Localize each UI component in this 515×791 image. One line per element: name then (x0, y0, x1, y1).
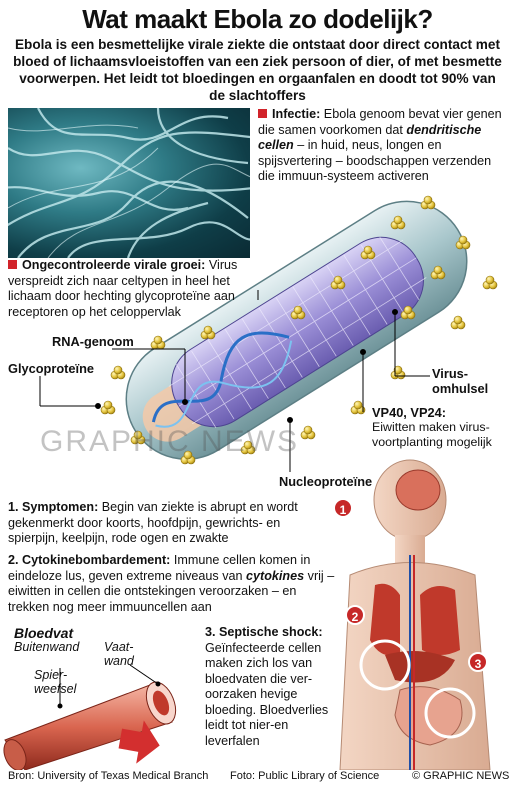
stage-2-text: 2. Cytokinebombardement: Immune cellen k… (8, 553, 335, 614)
label-glycoprotein: Glycoproteïne (8, 361, 95, 376)
intro-text: Ebola is een besmettelijke virale ziekte… (13, 37, 502, 103)
marker-3: 3 (468, 652, 488, 672)
infection-text: Infectie: Ebola genoom bevat vier genen … (258, 107, 502, 183)
stage-1-text: 1. Symptomen: Begin van ziekte is abrupt… (8, 500, 298, 545)
vessel-heading: Bloedvat (14, 625, 74, 641)
label-nucleoprotein: Nucleoproteïne (279, 474, 373, 489)
growth-text: Ongecontroleerde virale groei: Virus ver… (8, 258, 238, 319)
vessel-muscle-label: Spier- weefsel (34, 668, 77, 696)
page-title: Wat maakt Ebola zo dodelijk? (82, 4, 433, 34)
stage-3-text: 3. Septische shock: Geïnfecteerde cellen… (205, 625, 329, 748)
marker-1: 1 (333, 498, 353, 518)
blood-vessel-illustration (3, 664, 177, 770)
label-rna-genome: RNA-genoom (52, 334, 134, 349)
bullet-square-icon (8, 260, 17, 269)
marker-2: 2 (345, 605, 365, 625)
footer-source: Bron: University of Texas Medical Branch (8, 770, 209, 782)
vp-description: Eiwitten maken virus-voortplanting mogel… (372, 420, 492, 449)
label-virus-envelope: Virus- omhulsel (432, 366, 489, 396)
watermark: GRAPHIC NEWS (40, 425, 300, 458)
footer-photo: Foto: Public Library of Science (230, 770, 380, 782)
ebola-virus-illustration (100, 195, 498, 465)
footer-copyright: © GRAPHIC NEWS (412, 770, 510, 782)
vessel-outer-label: Buitenwand (14, 640, 80, 654)
microscope-photo (8, 108, 250, 258)
bullet-square-icon (258, 109, 267, 118)
human-body-illustration (339, 459, 491, 770)
vessel-wall-label: Vaat- wand (104, 640, 134, 668)
label-vp40-vp24: VP40, VP24: (372, 405, 446, 420)
